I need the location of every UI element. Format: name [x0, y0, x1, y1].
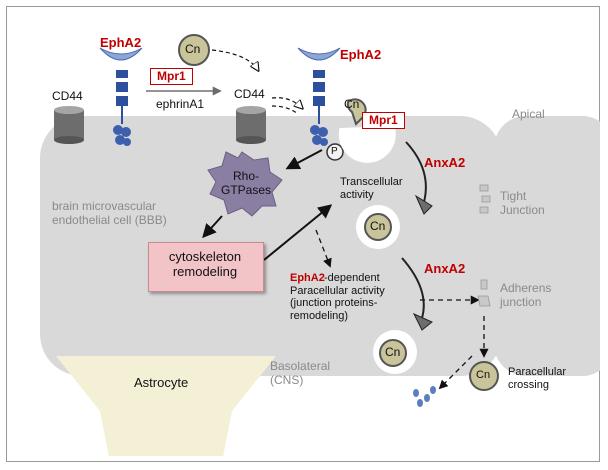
rho-gtpases-star-icon: [207, 151, 283, 217]
cd44-right-label: CD44: [234, 87, 265, 101]
ephrin-label: ephrinA1: [156, 97, 205, 111]
anxa2-arrow-bottom: [401, 257, 425, 319]
mpr1-cell-label: Mpr1: [362, 112, 405, 129]
bbb-cell-label: brain microvascular endothelial cell (BB…: [52, 199, 167, 227]
astrocyte-label: Astrocyte: [134, 375, 189, 390]
rho-to-cytoskeleton-arrow: [202, 215, 223, 239]
crossing-arrow: [438, 355, 473, 390]
cytoskeleton-to-transcellular-arrow: [263, 204, 333, 261]
anxa2-arrow-top: [405, 141, 427, 203]
paracellular-activity-label: -dependent Paracellular activity (juncti…: [290, 272, 385, 322]
epha2-right-label: EphA2: [340, 47, 382, 62]
cd44-to-epha2-arrow: [271, 97, 302, 108]
epha2-receptor-left-icon: [99, 47, 143, 146]
tight-junction-label: Tight Junction: [500, 189, 545, 217]
cd44-left-label: CD44: [52, 89, 83, 103]
cn-top-label: Cn: [185, 42, 201, 56]
phospho-label: P: [331, 146, 338, 157]
frame-right-mask: [600, 0, 608, 470]
cd44-left-icon: [54, 106, 84, 144]
cn-middle-label: Cn: [370, 219, 386, 233]
endothelial-cell: [40, 116, 502, 376]
cn-vesicle-label: Cn: [344, 97, 360, 111]
anxa2-top-label: AnxA2: [424, 155, 466, 170]
cytoskeleton-box: [148, 242, 264, 292]
cd44-right-icon: [236, 106, 266, 144]
epha2-receptor-right-icon: [297, 47, 341, 146]
cn-middle-icon: [364, 213, 392, 241]
cn-bottom-icon: [379, 339, 407, 367]
epha2-dependent-label: EphA2: [290, 272, 325, 284]
cn-bottom-label: Cn: [385, 345, 401, 359]
anxa2-bottom-label: AnxA2: [424, 261, 466, 276]
cytoskeleton-label: cytoskeleton remodeling: [168, 249, 242, 279]
cn-fragments-icon: [413, 386, 436, 407]
apical-label: Apical: [512, 107, 545, 121]
transcellular-label: Transcellular activity: [340, 176, 403, 201]
adherens-junction-icon: [477, 279, 491, 307]
cd44-to-epha2-arrow-2: [271, 105, 299, 115]
adherens-junction-label: Adherens junction: [500, 281, 552, 309]
tight-junction-icon: [479, 184, 491, 214]
cn-outside-label: Cn: [476, 369, 491, 381]
to-paracellular-arrow: [315, 229, 332, 268]
p-to-rho-arrow: [285, 149, 323, 170]
paracellular-crossing-label: Paracellular crossing: [508, 366, 567, 391]
cn-to-cd44-arrow: [211, 49, 258, 70]
epha2-left-label: EphA2: [100, 35, 142, 50]
basolateral-label: Basolateral (CNS): [270, 359, 331, 387]
mpr1-top-label: Mpr1: [150, 68, 193, 85]
phospho-icon: [326, 143, 344, 161]
rho-gtpases-label: Rho- GTPases: [220, 169, 271, 197]
adjacent-endothelial-cell: [494, 116, 608, 376]
cn-top-icon: [178, 34, 210, 66]
cn-outside-icon: [469, 361, 499, 391]
